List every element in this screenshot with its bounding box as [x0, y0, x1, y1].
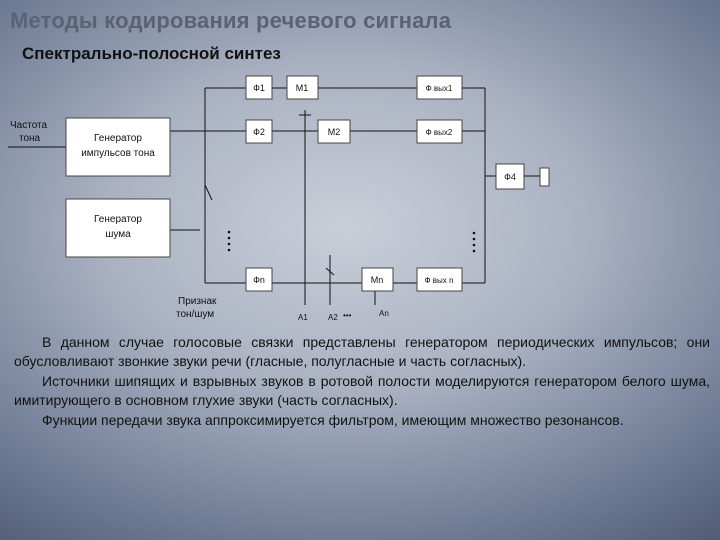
slide-subtitle: Спектрально-полосной синтез	[22, 44, 281, 63]
freq-tone-label-2: тона	[19, 133, 41, 144]
box-m2: М2	[317, 119, 351, 144]
box-fout2-label: Ф вых2	[426, 128, 453, 137]
description-text: В данном случае голосовые связки предста…	[14, 333, 710, 432]
sign-label-2: тон/шум	[176, 309, 214, 320]
box-fout1-label: Ф вых1	[426, 84, 453, 93]
box-m1: М1	[286, 75, 319, 100]
paragraph-1: В данном случае голосовые связки предста…	[14, 334, 710, 369]
vertical-ellipsis-left	[227, 230, 231, 252]
freq-tone-label-1: Частота	[10, 120, 48, 131]
box-fout1: Ф вых1	[416, 75, 463, 100]
box-fn: Фn	[245, 267, 273, 292]
output-marker	[539, 167, 550, 187]
sign-label-1: Признак	[178, 296, 217, 307]
gen-tone-label-2: импульсов тона	[81, 148, 155, 159]
amp-ellipsis: •••	[343, 311, 352, 320]
box-f4-label: Ф4	[504, 172, 516, 182]
box-foutn: Ф вых n	[416, 267, 463, 292]
box-m1-label: М1	[296, 83, 309, 93]
box-f2: Ф2	[245, 119, 273, 144]
box-f2-label: Ф2	[253, 127, 265, 137]
gen-tone-label-1: Генератор	[94, 133, 142, 144]
amp-a1-label: А1	[298, 313, 308, 322]
paragraph-2: Источники шипящих и взрывных звуков в ро…	[14, 373, 710, 408]
box-gen-tone: Генератор импульсов тона	[65, 117, 171, 177]
box-f4: Ф4	[495, 163, 525, 190]
box-fout2: Ф вых2	[416, 119, 463, 144]
gen-noise-label-1: Генератор	[94, 214, 142, 225]
box-gen-noise: Генератор шума	[65, 198, 171, 258]
box-foutn-label: Ф вых n	[425, 276, 454, 285]
slide-title: Методы кодирования речевого сигнала	[10, 8, 452, 33]
box-mn: Мn	[361, 267, 394, 292]
box-m2-label: М2	[328, 127, 341, 137]
block-diagram: Ф1 М1 Ф вых1 Ф2 М2 Ф вых2 Ф4 Генератор и…	[8, 75, 550, 322]
box-mn-label: Мn	[371, 275, 384, 285]
box-fn-label: Фn	[253, 275, 265, 285]
amp-an-label: Аn	[379, 309, 389, 318]
box-f1: Ф1	[245, 75, 273, 100]
box-f1-label: Ф1	[253, 83, 265, 93]
gen-noise-label-2: шума	[105, 229, 131, 240]
paragraph-3: Функции передачи звука аппроксимируется …	[42, 412, 624, 428]
connection-lines	[8, 87, 540, 305]
amp-a2-label: А2	[328, 313, 338, 322]
vertical-ellipsis-right	[472, 231, 476, 253]
